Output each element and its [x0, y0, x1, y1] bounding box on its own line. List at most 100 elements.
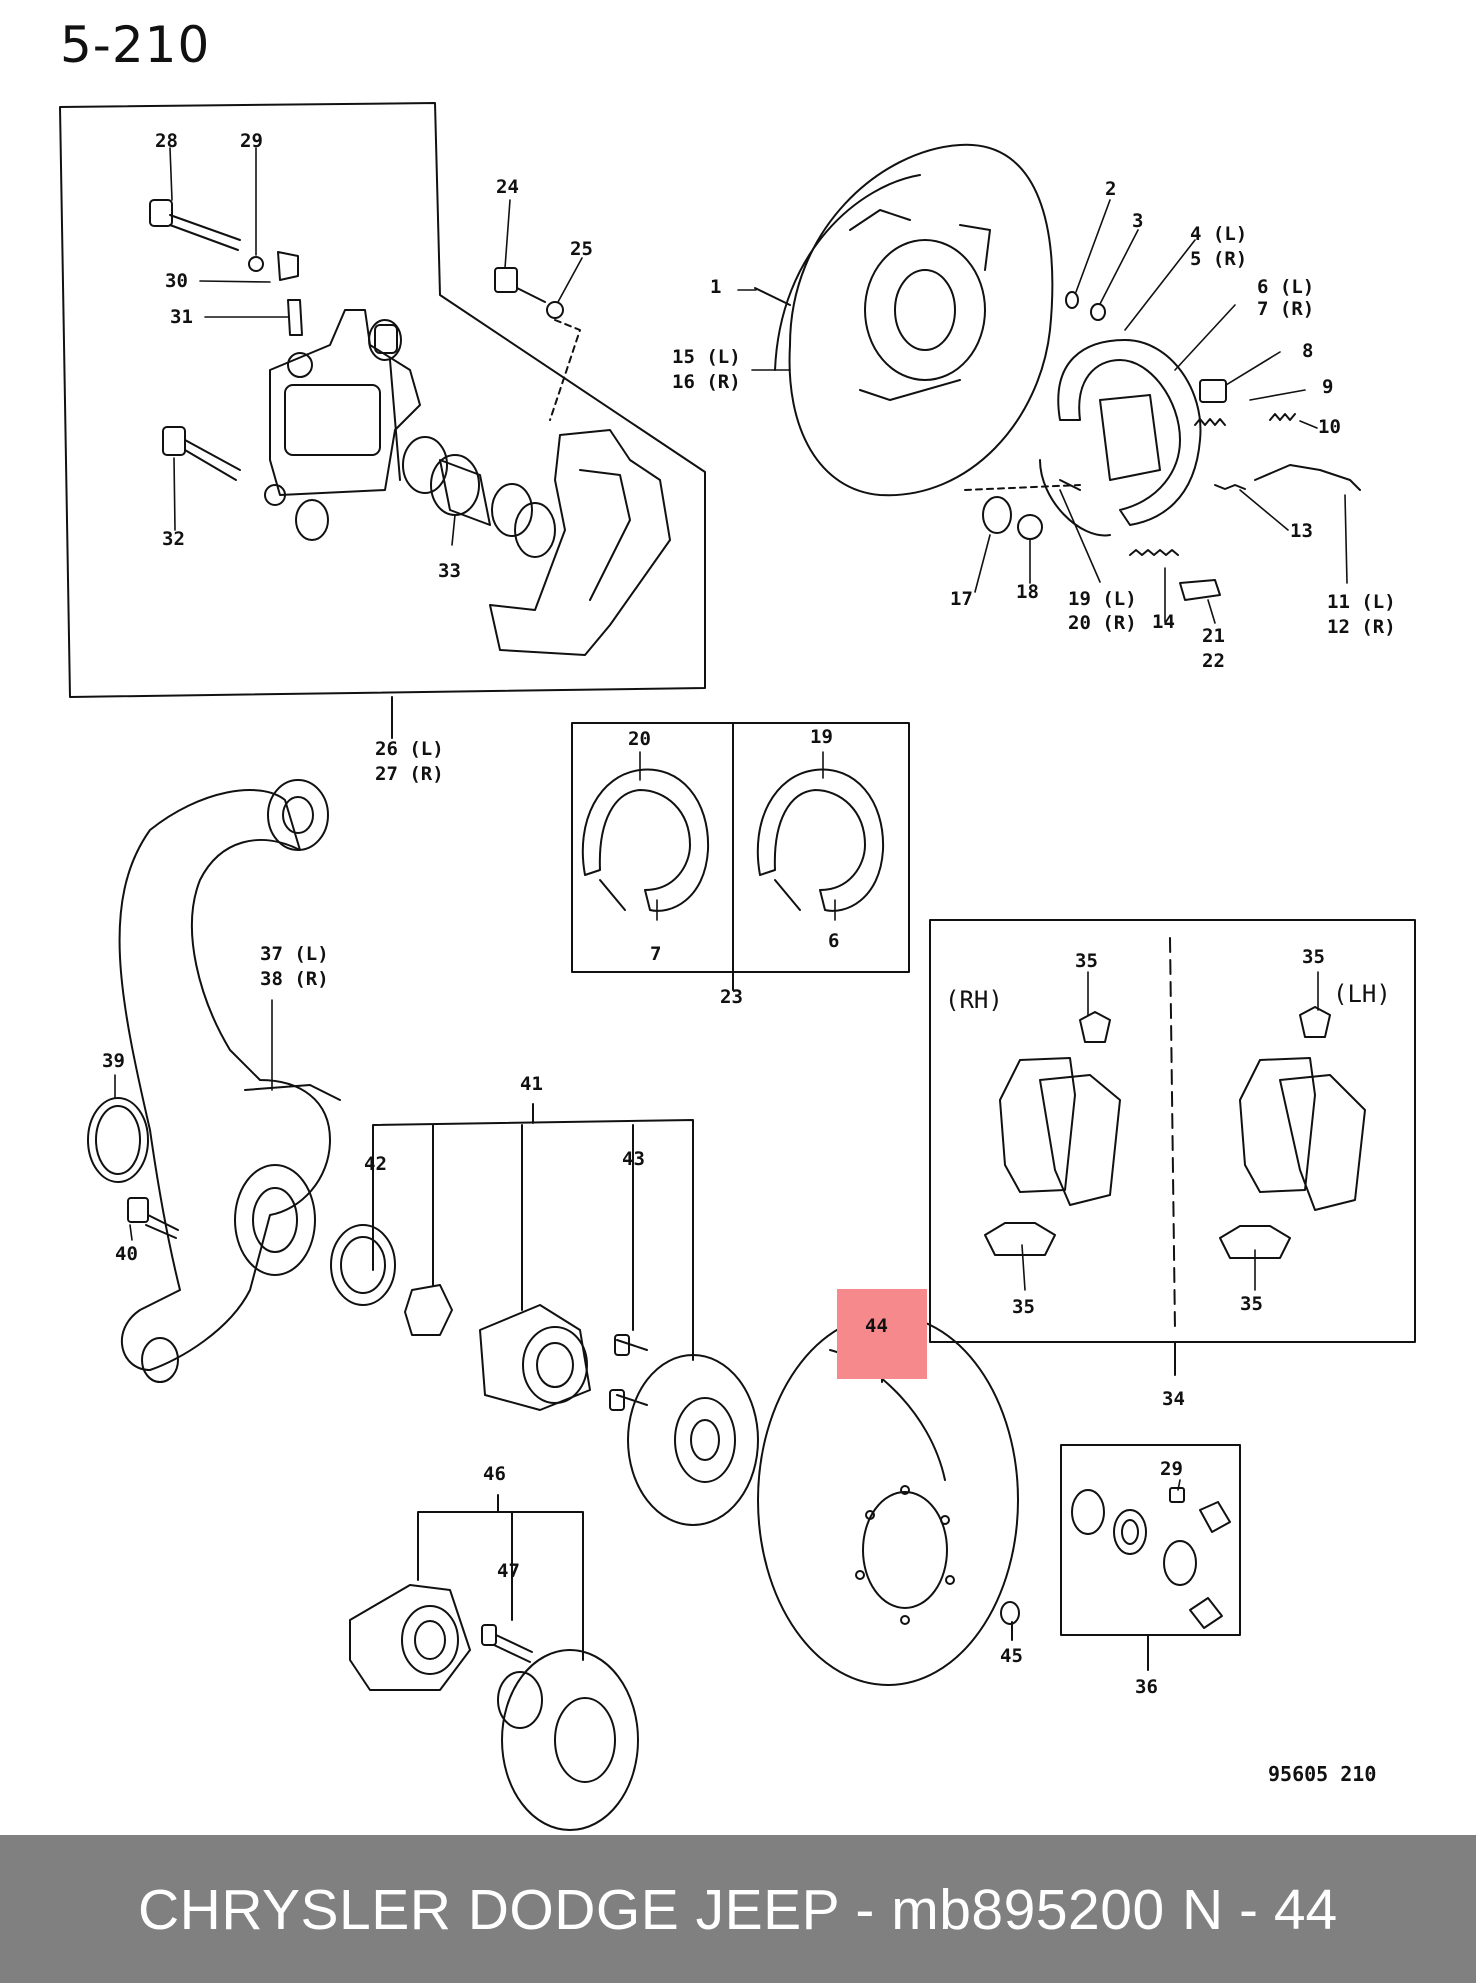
part-label-32: 32 — [162, 528, 185, 550]
boot-30-icon — [277, 251, 299, 281]
washer-3-icon — [1090, 303, 1106, 321]
part-label-41: 41 — [520, 1073, 543, 1095]
bleeder-31-icon — [287, 299, 303, 336]
part-label-35-lh-bottom: 35 — [1240, 1293, 1263, 1315]
bolt-40-icon — [127, 1197, 179, 1239]
parts-diagram: 5-210 44 28 29 30 31 32 33 24 25 26 (L) … — [59, 16, 1416, 1831]
dust-seal-39-icon — [87, 1097, 149, 1183]
part-label-47: 47 — [497, 1560, 520, 1582]
part-label-6: 6 (L) — [1257, 276, 1315, 298]
shoe-label-7: 7 — [650, 943, 662, 965]
caliper-group-frame — [59, 102, 706, 698]
exploded-view-drawing — [59, 102, 1416, 1831]
shoe-label-19: 19 — [810, 726, 833, 748]
clip-13-icon — [1214, 484, 1246, 490]
footer-bar: CHRYSLER DODGE JEEP - mb895200 N - 44 — [0, 1835, 1476, 1983]
part-label-1: 1 — [710, 276, 722, 298]
part-label-37: 37 (L) — [260, 943, 329, 965]
part-label-7: 7 (R) — [1257, 298, 1315, 320]
pad-kit-frame — [929, 919, 1416, 1343]
part-label-33: 33 — [438, 560, 461, 582]
part-label-29: 29 — [240, 130, 263, 152]
stud-47-icon — [481, 1624, 533, 1663]
hub-group-bracket — [372, 1119, 694, 1361]
shoe-label-6: 6 — [828, 930, 840, 952]
part-label-12: 12 (R) — [1327, 616, 1396, 638]
part-label-35-rh-top: 35 — [1075, 950, 1098, 972]
lh-label: (LH) — [1333, 980, 1391, 1008]
bolt-32-icon — [162, 426, 241, 481]
part-label-9: 9 — [1322, 376, 1334, 398]
abs-rotor-42-icon — [330, 1224, 396, 1306]
part-label-38: 38 (R) — [260, 968, 329, 990]
part-label-42: 42 — [364, 1153, 387, 1175]
part-label-31: 31 — [170, 306, 193, 328]
part-label-19: 19 (L) — [1068, 588, 1137, 610]
bolt-28-icon — [149, 199, 241, 251]
part-label-29-kit: 29 — [1160, 1458, 1183, 1480]
part-label-22: 22 — [1202, 650, 1225, 672]
footer-title: CHRYSLER DODGE JEEP - mb895200 — [138, 1878, 1165, 1942]
part-label-27: 27 (R) — [375, 763, 444, 785]
part-label-17: 17 — [950, 588, 973, 610]
part-label-11: 11 (L) — [1327, 591, 1396, 613]
boot-icon — [295, 319, 402, 541]
part-label-23: 23 — [720, 986, 743, 1008]
page-number: 5-210 — [60, 16, 211, 74]
part-label-4: 4 (L) — [1190, 223, 1248, 245]
part-label-44: 44 — [865, 1315, 888, 1337]
brake-pad-lh-icon — [1219, 1006, 1366, 1259]
hub-group-46-bracket — [417, 1511, 584, 1661]
strut-11-icon — [1254, 464, 1361, 491]
part-label-13: 13 — [1290, 520, 1313, 542]
part-label-8: 8 — [1302, 340, 1314, 362]
spring-14-icon — [1129, 549, 1179, 556]
part-label-34: 34 — [1162, 1388, 1185, 1410]
caliper-body-icon — [264, 309, 421, 506]
shoe-label-20: 20 — [628, 728, 651, 750]
steering-knuckle-icon — [118, 779, 341, 1383]
spring-9-icon — [1194, 418, 1226, 426]
shoe-kit-frame — [571, 722, 910, 973]
wheel-hub-icon — [627, 1354, 759, 1526]
pin-1-icon — [754, 287, 791, 306]
adjuster-21-icon — [1179, 579, 1221, 601]
lever-8-icon — [1199, 379, 1227, 403]
part-label-3: 3 — [1132, 210, 1144, 232]
part-label-10: 10 — [1318, 416, 1341, 438]
part-label-21: 21 — [1202, 625, 1225, 647]
part-label-46: 46 — [483, 1463, 506, 1485]
footer-reference: N - 44 — [1182, 1878, 1338, 1942]
seal-kit-parts-icon — [1071, 1487, 1231, 1629]
part-label-30: 30 — [165, 270, 188, 292]
backing-plate-icon — [774, 143, 1054, 497]
part-label-24: 24 — [496, 176, 519, 198]
brake-pad-rh-icon — [984, 1011, 1121, 1256]
part-label-5: 5 (R) — [1190, 248, 1248, 270]
seal-kit-frame — [1060, 1444, 1241, 1636]
part-label-43: 43 — [622, 1148, 645, 1170]
washer-25-icon — [546, 301, 564, 319]
leader-lines — [114, 147, 1348, 1491]
clip-2-icon — [1065, 291, 1079, 309]
rh-label: (RH) — [945, 986, 1003, 1014]
nut-45-icon — [1000, 1601, 1020, 1625]
hub-bearing-46-icon — [349, 1584, 471, 1691]
part-label-2: 2 — [1105, 178, 1117, 200]
nut-43-icon — [404, 1284, 453, 1336]
part-label-26: 26 (L) — [375, 738, 444, 760]
part-label-35-lh-top: 35 — [1302, 946, 1325, 968]
part-label-39: 39 — [102, 1050, 125, 1072]
brake-shoe-right-icon — [756, 768, 885, 912]
bolt-24-icon — [494, 267, 546, 303]
part-label-28: 28 — [155, 130, 178, 152]
spring-10-icon — [1269, 413, 1296, 421]
part-label-15: 15 (L) — [672, 346, 741, 368]
cap-29-icon — [248, 256, 264, 272]
part-label-25: 25 — [570, 238, 593, 260]
wheel-hub-46-icon — [497, 1649, 639, 1831]
drawing-code: 95605 210 — [1268, 1762, 1377, 1786]
part-label-16: 16 (R) — [672, 371, 741, 393]
part-label-36: 36 — [1135, 1676, 1158, 1698]
highlighted-part-marker[interactable]: 44 — [837, 1289, 927, 1379]
